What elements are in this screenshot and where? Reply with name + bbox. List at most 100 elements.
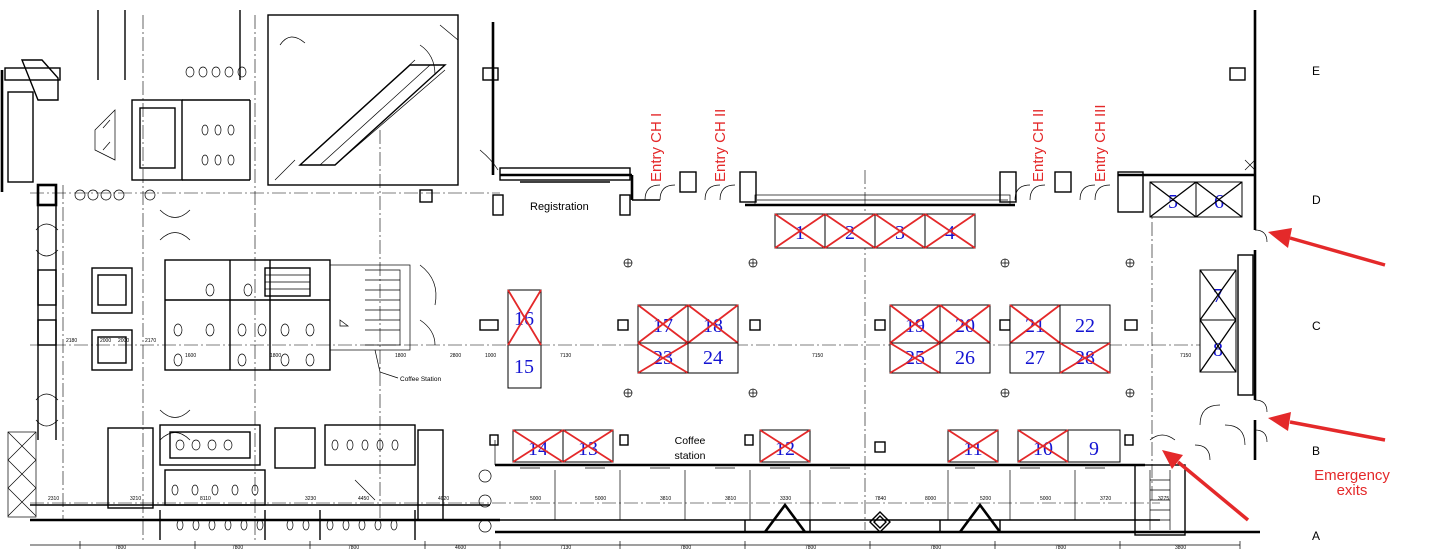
booth-12[interactable]: 12 <box>759 429 811 463</box>
dim-label: 7800 <box>348 545 359 551</box>
dim-label: 1800 <box>395 353 406 359</box>
emergency-exits-line1: Emergency <box>1314 467 1390 484</box>
dim-label: 8000 <box>925 496 936 502</box>
booth-1[interactable]: 1 <box>774 213 826 249</box>
booth-28[interactable]: 28 <box>1059 342 1111 374</box>
hall-shell <box>478 10 1268 536</box>
dim-label: 4020 <box>438 496 449 502</box>
booth-number: 4 <box>945 222 955 244</box>
booth-13[interactable]: 13 <box>562 429 614 463</box>
booth-26[interactable]: 26 <box>939 342 991 374</box>
grid-row-e: E <box>1312 64 1320 78</box>
entry-ch-iii-label: Entry CH III <box>1092 104 1109 182</box>
booth-number: 24 <box>703 347 723 369</box>
coffee-station-leader <box>374 349 399 379</box>
dim-label: 7800 <box>232 545 243 551</box>
dim-label: 2000 <box>118 338 129 344</box>
entry-labels: Entry CH I Entry CH II Entry CH II Entry… <box>648 104 1109 182</box>
booth-21[interactable]: 21 <box>1009 304 1061 344</box>
grid-row-b: B <box>1312 444 1320 458</box>
booth-10[interactable]: 10 <box>1017 429 1069 463</box>
grid-row-c: C <box>1312 319 1321 333</box>
dim-label: 5000 <box>1040 496 1051 502</box>
booth-number: 8 <box>1213 339 1223 361</box>
dim-label: 3810 <box>725 496 736 502</box>
booth-14[interactable]: 14 <box>512 429 564 463</box>
emergency-exit-arrows <box>1162 228 1386 522</box>
coffee-station-left-label: Coffee Station <box>400 376 441 383</box>
booth-27[interactable]: 27 <box>1009 342 1061 374</box>
dim-label: 3800 <box>1175 545 1186 551</box>
grid-row-d: D <box>1312 193 1321 207</box>
booth-4[interactable]: 4 <box>924 213 976 249</box>
dim-label: 8110 <box>200 496 211 502</box>
dim-label: 5000 <box>595 496 606 502</box>
entry-ch-ii-label: Entry CH II <box>712 109 729 182</box>
booth-7[interactable]: 7 <box>1199 269 1237 321</box>
booth-22[interactable]: 22 <box>1059 304 1111 344</box>
grid-row-a: A <box>1312 529 1320 543</box>
booth-9[interactable]: 9 <box>1067 429 1121 463</box>
booth-17[interactable]: 17 <box>637 304 689 344</box>
dim-label: 7130 <box>560 545 571 551</box>
dim-label: 7840 <box>875 496 886 502</box>
dim-label: 7800 <box>1055 545 1066 551</box>
dim-label: 2310 <box>48 496 59 502</box>
booth-3[interactable]: 3 <box>874 213 926 249</box>
coffee-station-center-line2: station <box>675 450 706 462</box>
booth-19[interactable]: 19 <box>889 304 941 344</box>
toilet-fixtures-middle <box>173 283 315 367</box>
booth-25[interactable]: 25 <box>889 342 941 374</box>
booth-18[interactable]: 18 <box>687 304 739 344</box>
booth-15[interactable]: 15 <box>507 344 542 389</box>
dim-label: 3230 <box>305 496 316 502</box>
dim-label: 3210 <box>130 496 141 502</box>
booth-number: 1 <box>795 222 805 244</box>
dim-label: 3720 <box>1100 496 1111 502</box>
booth-5[interactable]: 5 <box>1149 181 1197 218</box>
dim-label: 5200 <box>980 496 991 502</box>
dim-label: 1800 <box>270 353 281 359</box>
booth-number: 22 <box>1075 315 1095 337</box>
dim-label: 7150 <box>812 353 823 359</box>
dim-label: 3330 <box>780 496 791 502</box>
booth-24[interactable]: 24 <box>687 342 739 374</box>
booth-number: 2 <box>845 222 855 244</box>
booth-number: 26 <box>955 347 975 369</box>
dim-label: 2170 <box>145 338 156 344</box>
dim-label: 7800 <box>680 545 691 551</box>
grid-row-labels: E D C B A <box>1312 64 1321 543</box>
booth-number: 9 <box>1089 438 1099 460</box>
dim-label: 7800 <box>805 545 816 551</box>
dim-label: 2000 <box>100 338 111 344</box>
booth-20[interactable]: 20 <box>939 304 991 344</box>
booth-number: 6 <box>1214 191 1224 213</box>
booth-23[interactable]: 23 <box>637 342 689 374</box>
bottom-dimension-line <box>30 541 1241 549</box>
booth-16[interactable]: 16 <box>507 289 542 346</box>
dim-label: 3810 <box>660 496 671 502</box>
dim-label: 7130 <box>560 353 571 359</box>
booth-2[interactable]: 2 <box>824 213 876 249</box>
dim-label: 4450 <box>358 496 369 502</box>
emergency-exits-line2: exits <box>1337 482 1368 499</box>
dim-label: 2800 <box>450 353 461 359</box>
booth-11[interactable]: 11 <box>947 429 999 463</box>
left-service-block <box>0 10 500 540</box>
dim-label: 4600 <box>455 545 466 551</box>
dim-label: 7800 <box>930 545 941 551</box>
dim-label: 1600 <box>185 353 196 359</box>
booth-8[interactable]: 8 <box>1199 319 1237 373</box>
booth-6[interactable]: 6 <box>1195 181 1243 218</box>
booth-number: 5 <box>1168 191 1178 213</box>
dim-label: 3275 <box>1158 496 1169 502</box>
dim-label: 2180 <box>66 338 77 344</box>
entry-ch-ii-east-label: Entry CH II <box>1030 109 1047 182</box>
grand-staircase <box>267 14 459 186</box>
booth-number: 27 <box>1025 347 1045 369</box>
dimensions-bottom: 7800 7800 7800 4600 7130 7800 7800 7800 … <box>115 545 1186 551</box>
dimensions-row-a: 2310 3210 8110 3230 4450 4020 5000 5000 … <box>48 496 1169 502</box>
washbasins-south <box>171 439 399 531</box>
dim-label: 7800 <box>115 545 126 551</box>
